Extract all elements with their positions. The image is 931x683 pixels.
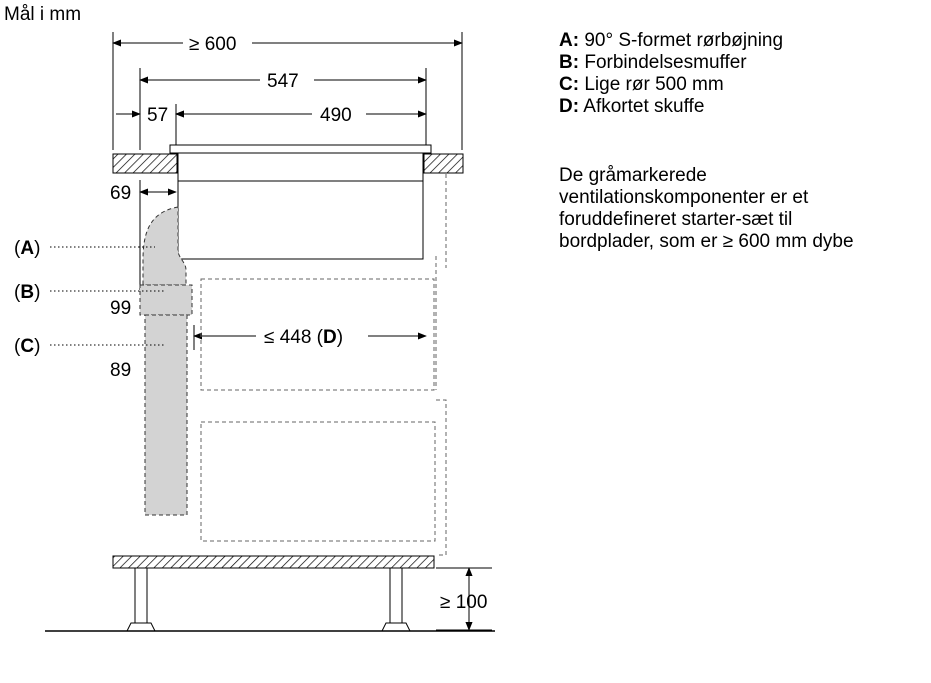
duct-sleeve-b: [139, 284, 193, 316]
callout-leaders: [50, 246, 164, 346]
legend-key: A:: [559, 30, 580, 51]
worktop-right: [423, 153, 464, 174]
dim-label-448: ≤ 448 (D): [264, 327, 343, 348]
dim-label-600: ≥ 600: [189, 34, 236, 55]
dim-label-57: 57: [147, 105, 168, 126]
legend-item-b: B: Forbindelsesmuffer: [559, 52, 929, 74]
legend-text: Afkortet skuffe: [579, 96, 705, 117]
dim-label-490: 490: [320, 105, 352, 126]
legend-key: B:: [559, 52, 580, 73]
legend-text: Forbindelsesmuffer: [579, 52, 747, 73]
note-line: foruddefineret starter-sæt til: [559, 209, 793, 230]
callout-c: (C): [14, 336, 40, 357]
extension-lines: [112, 32, 463, 350]
legend-key: D:: [559, 96, 580, 117]
dim-label-547: 547: [267, 71, 299, 92]
legend-key: C:: [559, 74, 580, 95]
dim-label-89: 89: [110, 360, 131, 381]
note-line: ventilationskomponenter er et: [559, 187, 809, 208]
legend-item-c: C: Lige rør 500 mm: [559, 74, 929, 96]
note-line: bordplader, som er ≥ 600 mm dybe: [559, 231, 854, 252]
dim-label-69: 69: [110, 183, 131, 204]
legend-text: 90° S-formet rørbøjning: [579, 30, 784, 51]
hob: [169, 144, 432, 260]
cabinet-outline: [200, 174, 447, 556]
legend-item-a: A: 90° S-formet rørbøjning: [559, 30, 929, 52]
legend: A: 90° S-formet rørbøjning B: Forbindels…: [559, 30, 929, 118]
duct-bend-a: [142, 206, 187, 286]
units-label: Mål i mm: [4, 4, 81, 25]
dim-label-100: ≥ 100: [440, 592, 487, 613]
dim-label-99: 99: [110, 298, 131, 319]
legend-item-d: D: Afkortet skuffe: [559, 96, 929, 118]
drawer-upper: [200, 278, 435, 391]
base-shelf: [112, 555, 435, 569]
callout-a: (A): [14, 238, 40, 259]
worktop-left: [112, 153, 178, 174]
ventilation-duct: [139, 206, 193, 516]
duct-pipe-c: [144, 314, 188, 516]
starter-kit-note: De gråmarkerede ventilationskomponenter …: [559, 165, 929, 253]
legend-text: Lige rør 500 mm: [579, 74, 724, 95]
legs: [126, 567, 411, 632]
drawer-lower: [200, 421, 436, 542]
note-line: De gråmarkerede: [559, 165, 707, 186]
callout-b: (B): [14, 282, 40, 303]
